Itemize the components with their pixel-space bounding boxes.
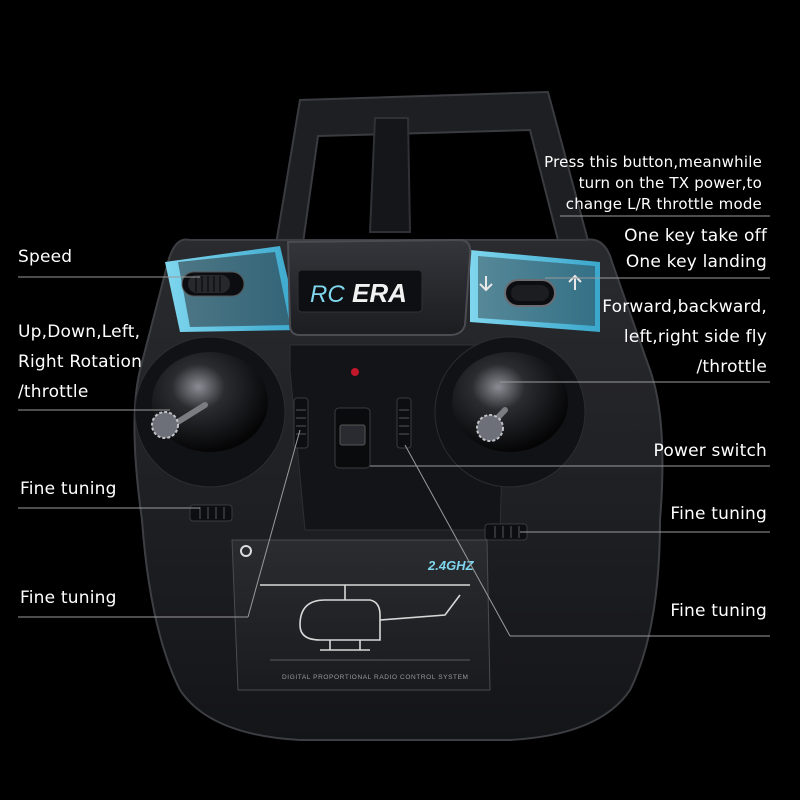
trim-bottom-right[interactable] xyxy=(484,523,528,541)
one-key-label: One key take off One key landing xyxy=(624,226,767,272)
logo-era: ERA xyxy=(352,278,407,308)
fine-tuning-right-label-1: Fine tuning xyxy=(670,504,767,524)
power-switch-label: Power switch xyxy=(653,441,767,461)
logo-panel: RC ERA xyxy=(286,238,472,336)
right-stick-label: Forward,backward, left,right side fly /t… xyxy=(602,297,767,377)
speed-switch[interactable] xyxy=(181,271,245,297)
speed-label: Speed xyxy=(18,247,73,267)
front-card: 2.4GHZ DIGITAL PROPORTIONAL RADIO CONTRO… xyxy=(231,539,491,691)
fine-tuning-right-label-2: Fine tuning xyxy=(670,601,767,621)
trim-center-left[interactable] xyxy=(293,397,309,449)
arrow-down-icon xyxy=(479,276,493,292)
logo-rc: RC xyxy=(310,281,345,308)
trim-center-right[interactable] xyxy=(396,397,412,449)
left-stick-label: Up,Down,Left, Right Rotation /throttle xyxy=(18,322,143,402)
right-stick[interactable] xyxy=(434,336,586,488)
power-led xyxy=(351,368,359,376)
left-stick[interactable] xyxy=(134,336,286,488)
footer-text: DIGITAL PROPORTIONAL RADIO CONTROL SYSTE… xyxy=(282,674,469,681)
power-switch[interactable] xyxy=(334,407,371,469)
leader-lines xyxy=(18,215,770,637)
fine-tuning-left-label-1: Fine tuning xyxy=(20,479,117,499)
carry-handle xyxy=(273,90,592,251)
trim-bottom-left[interactable] xyxy=(189,504,233,522)
mode-button-label: Press this button,meanwhile turn on the … xyxy=(544,153,762,213)
helicopter-icon xyxy=(260,584,470,651)
one-key-button[interactable] xyxy=(479,274,582,307)
fine-tuning-left-label-2: Fine tuning xyxy=(20,588,117,608)
frequency-label: 2.4GHZ xyxy=(427,558,475,573)
